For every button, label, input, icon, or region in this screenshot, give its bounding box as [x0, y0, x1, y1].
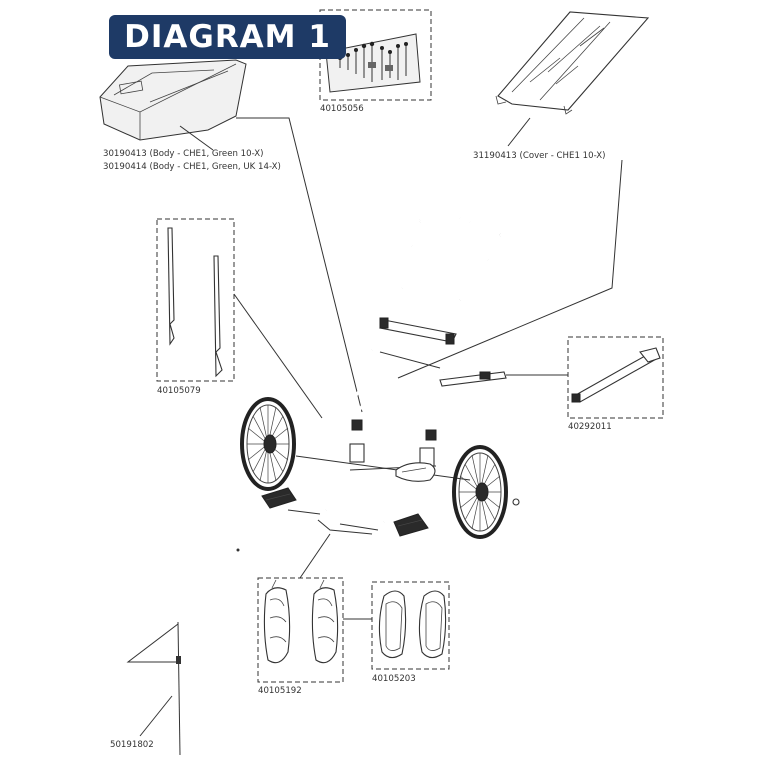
handlebar-part — [400, 215, 502, 301]
main-frame-part — [295, 349, 471, 535]
side-rails-box — [156, 218, 235, 382]
hardware-kit-part — [325, 33, 421, 93]
pads-b-part — [378, 590, 447, 659]
body-to-frame-line — [236, 117, 363, 413]
side-rails-leader-line — [233, 293, 323, 419]
flag-label: 50191802 — [110, 740, 154, 750]
pads-b-box — [371, 581, 450, 670]
tow-arm-part — [571, 347, 661, 403]
tow-arm-on-frame — [439, 371, 507, 387]
cover-part — [495, 11, 650, 115]
pads-a-box — [257, 577, 344, 683]
body-leader-line — [179, 125, 214, 151]
body-part — [99, 59, 247, 141]
right-wheel — [452, 445, 520, 539]
left-wheel — [240, 397, 296, 491]
cover-to-frame-line — [397, 159, 623, 379]
pads-b-label: 40105203 — [372, 674, 416, 684]
foot-pads — [236, 487, 429, 552]
flag-part — [126, 621, 181, 756]
side-rails-part — [167, 227, 223, 378]
body-label-1: 30190413 (Body - CHE1, Green 10-X) — [103, 149, 264, 159]
hardware-kit-label: 40105056 — [320, 104, 364, 114]
crossbar-part — [379, 317, 457, 345]
flag-leader-line — [139, 695, 173, 737]
cover-leader-line — [507, 117, 531, 147]
pads-leader-line — [299, 533, 331, 579]
pads-a-part — [263, 579, 339, 664]
tow-arm-label: 40292011 — [568, 422, 612, 432]
diagram-title: DIAGRAM 1 — [109, 15, 346, 59]
brake-disc — [395, 462, 436, 482]
pads-a-label: 40105192 — [258, 686, 302, 696]
cover-label: 31190413 (Cover - CHE1 10-X) — [473, 151, 606, 161]
side-rails-label: 40105079 — [157, 386, 201, 396]
body-label-2: 30190414 (Body - CHE1, Green, UK 14-X) — [103, 162, 281, 172]
